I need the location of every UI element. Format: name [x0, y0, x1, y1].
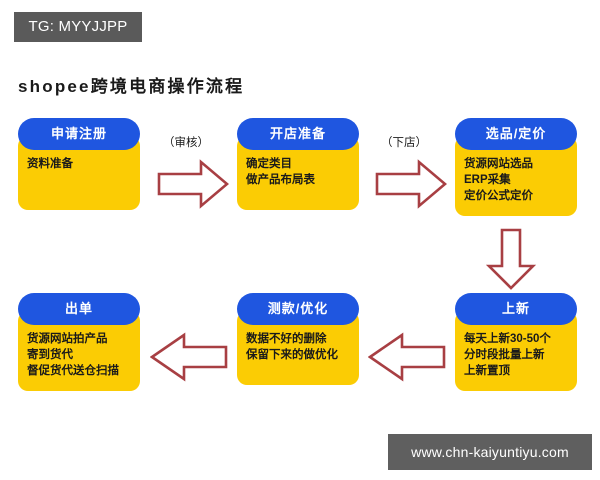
- flow-node-apply: 申请注册 资料准备: [18, 118, 140, 210]
- flow-node-select-line-3: 定价公式定价: [464, 190, 533, 202]
- flow-node-apply-header: 申请注册: [18, 118, 140, 150]
- flow-node-select-line-1: 货源网站选品: [464, 158, 533, 170]
- flow-node-prepare: 开店准备 确定类目 做产品布局表: [237, 118, 359, 210]
- flow-node-listing-line-3: 上新置顶: [464, 365, 510, 377]
- flow-node-optimize: 测款/优化 数据不好的删除 保留下来的做优化: [237, 293, 359, 385]
- tg-badge: TG: MYYJJPP: [14, 12, 142, 42]
- flow-node-select-line-2: ERP采集: [464, 174, 511, 186]
- flow-node-apply-line-1: 资料准备: [27, 158, 73, 170]
- arrow-right-icon: [157, 158, 230, 210]
- page-title: shopee跨境电商操作流程: [18, 77, 245, 96]
- arrow-left-icon: [149, 330, 228, 384]
- flow-node-optimize-header: 测款/优化: [237, 293, 359, 325]
- flow-node-listing-header: 上新: [455, 293, 577, 325]
- flow-node-listing-line-1: 每天上新30-50个: [464, 333, 551, 345]
- flow-node-listing-line-2: 分时段批量上新: [464, 349, 545, 361]
- flow-node-select: 选品/定价 货源网站选品 ERP采集 定价公式定价: [455, 118, 577, 216]
- flow-node-prepare-line-1: 确定类目: [246, 158, 292, 170]
- flow-node-order-line-3: 督促货代送仓扫描: [27, 365, 119, 377]
- arrow-down-icon: [485, 228, 537, 290]
- flow-node-select-header: 选品/定价: [455, 118, 577, 150]
- flow-node-optimize-line-2: 保留下来的做优化: [246, 349, 338, 361]
- flow-node-prepare-line-2: 做产品布局表: [246, 174, 315, 186]
- flow-node-prepare-header: 开店准备: [237, 118, 359, 150]
- watermark: www.chn-kaiyuntiyu.com: [388, 434, 592, 470]
- flow-node-order-line-1: 货源网站拍产品: [27, 333, 108, 345]
- flow-node-order-header: 出单: [18, 293, 140, 325]
- flow-node-optimize-line-1: 数据不好的删除: [246, 333, 327, 345]
- arrow-right-icon: [375, 158, 448, 210]
- flow-node-order: 出单 货源网站拍产品 寄到货代 督促货代送仓扫描: [18, 293, 140, 391]
- arrow-label-review: （审核）: [163, 137, 209, 149]
- flow-node-order-line-2: 寄到货代: [27, 349, 73, 361]
- arrow-label-open-shop: （下店）: [381, 137, 427, 149]
- flow-node-listing: 上新 每天上新30-50个 分时段批量上新 上新置顶: [455, 293, 577, 391]
- arrow-left-icon: [367, 330, 446, 384]
